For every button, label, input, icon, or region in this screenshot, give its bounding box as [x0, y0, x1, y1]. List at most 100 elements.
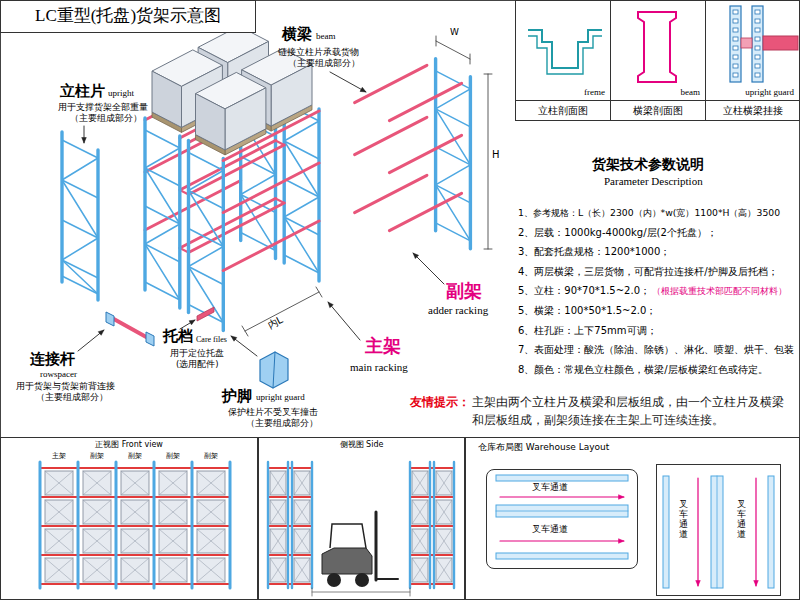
layout-panel: 仓库布局图 Warehouse Layout叉车通道叉车通道叉车通道叉车通道: [465, 437, 800, 600]
cargo-box: [294, 529, 310, 553]
dimension-tick: [484, 74, 492, 75]
dimension-label: H: [492, 150, 500, 160]
cargo-mark: [294, 471, 310, 495]
cargo-mark: [412, 500, 428, 524]
cargo-mark: [45, 529, 73, 553]
rack-row: [768, 476, 774, 588]
beam: [355, 117, 427, 154]
cargo-box: [197, 529, 225, 553]
frame-brace: [145, 168, 180, 224]
frame-brace: [145, 244, 180, 300]
aisle-arrow: [500, 496, 624, 497]
forklift-fork: [376, 578, 398, 580]
frame-brace: [284, 141, 319, 197]
part-note: 用于定位托盘: [170, 349, 224, 358]
cargo-mark: [159, 471, 187, 495]
bay-label: 主架: [52, 453, 66, 460]
spec-item: 4、两层横梁，三层货物，可配背拉连接杆/护脚及后托档；: [518, 267, 778, 277]
dimension-tick: [312, 588, 313, 596]
upright-post: [222, 159, 225, 331]
frame-brace: [145, 148, 180, 168]
frame-brace: [284, 121, 319, 141]
upright-post: [752, 6, 763, 82]
view-panel: 正视图 Front view: [0, 437, 258, 600]
arrow-head: [189, 320, 195, 325]
upright-post: [39, 462, 42, 588]
node-text: 横梁剖面图: [633, 106, 683, 116]
rack-name: 主架: [365, 337, 401, 355]
section-heading-en: Parameter Description: [604, 176, 703, 187]
node-text: upright guard: [745, 88, 794, 97]
beam: [410, 554, 454, 556]
cargo-mark: [121, 558, 149, 582]
cargo-mark: [197, 500, 225, 524]
frame-brace: [62, 260, 98, 278]
node-text: beam: [681, 88, 701, 97]
frame-brace: [145, 130, 180, 148]
post-hole: [733, 64, 738, 68]
upright-post: [143, 118, 146, 290]
frame-brace: [189, 267, 224, 323]
post-hole: [733, 73, 738, 77]
upright-post: [409, 462, 411, 588]
beam: [268, 467, 312, 469]
cargo-box: [412, 529, 428, 553]
frame-brace: [62, 158, 98, 180]
cargo-mark: [121, 558, 149, 582]
frame-brace: [189, 267, 224, 285]
arrow-head: [754, 581, 759, 587]
cargo-mark: [436, 471, 452, 495]
dimension-line: [488, 74, 489, 249]
forklift-body: [322, 548, 372, 574]
post-hole: [733, 19, 738, 23]
cargo-box: [45, 529, 73, 553]
beam: [355, 175, 427, 212]
cargo-mark: [121, 471, 149, 495]
upright-post: [311, 462, 313, 588]
cargo-mark: [45, 500, 73, 524]
cargo-box: [436, 529, 452, 553]
beam: [410, 496, 454, 498]
cargo-mark: [270, 471, 286, 495]
cargo-box: [83, 500, 111, 524]
upright-post: [453, 462, 455, 588]
frame-brace: [284, 141, 319, 159]
cargo-box: [436, 500, 452, 524]
caption-cell: 立柱剖面图: [515, 100, 611, 121]
cargo-mark: [197, 558, 225, 582]
cargo-mark: [436, 471, 452, 495]
frame-brace: [436, 109, 471, 165]
upright-post: [153, 462, 156, 588]
row-spacer: [276, 141, 285, 146]
spec-item: 5、横梁：100*50*1.5~2.0；: [518, 306, 656, 316]
beam-profile: [638, 12, 676, 82]
part-name: 连接杆: [30, 352, 75, 367]
frame-brace: [145, 224, 180, 244]
forklift-wheel: [355, 573, 369, 587]
bay-label: 副架: [128, 453, 142, 460]
cargo-box: [270, 500, 286, 524]
upright-post: [178, 136, 181, 308]
beam: [268, 525, 312, 527]
cargo-mark: [121, 500, 149, 524]
upright-profile: [528, 36, 602, 74]
spec-item: 6、柱孔距：上下75mm可调；: [518, 326, 657, 336]
beam: [180, 199, 276, 249]
cargo-mark: [83, 529, 111, 553]
frame-brace: [145, 168, 180, 186]
frame-brace: [241, 175, 276, 195]
cargo-box: [294, 471, 310, 495]
cargo-box: [45, 471, 73, 495]
cargo-box: [294, 558, 310, 582]
spacer-plate: [106, 312, 114, 326]
frame-brace: [62, 180, 98, 238]
arrow-head: [98, 330, 104, 335]
cargo-mark: [294, 529, 310, 553]
frame-brace: [284, 197, 319, 217]
cargo-mark: [45, 500, 73, 524]
post-hole: [733, 46, 738, 50]
cargo-mark: [121, 529, 149, 553]
frame-brace: [145, 244, 180, 262]
rack-row: [663, 476, 669, 588]
